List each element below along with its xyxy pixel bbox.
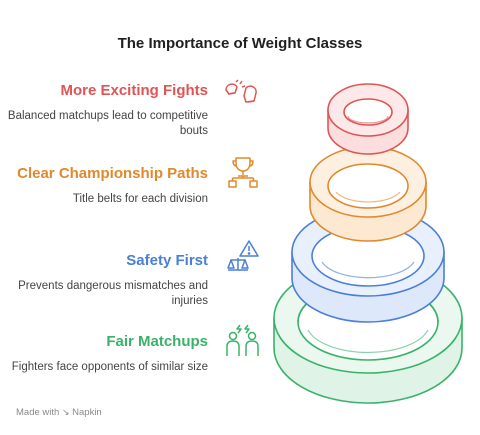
item-fair-matchups: Fair Matchups Fighters face opponents of… bbox=[0, 333, 208, 375]
item-description: Title belts for each division bbox=[72, 193, 208, 205]
item-exciting-fights: More Exciting Fights Balanced matchups l… bbox=[0, 82, 208, 139]
diagram-title: The Importance of Weight Classes bbox=[117, 35, 363, 52]
boxing-gloves-icon bbox=[225, 79, 257, 103]
trophy-hierarchy-icon bbox=[228, 157, 258, 188]
two-fighters-icon bbox=[226, 324, 259, 356]
napkin-logo-icon: ↘ bbox=[61, 407, 70, 417]
item-championship-paths: Clear Championship Paths Title belts for… bbox=[0, 165, 208, 207]
warning-scale-icon bbox=[227, 240, 259, 271]
item-description: Fighters face opponents of similar size bbox=[11, 361, 208, 373]
item-heading: Clear Championship Paths bbox=[17, 165, 208, 182]
ring-championship-paths bbox=[309, 146, 427, 242]
ring-exciting-fights bbox=[327, 83, 409, 155]
brand-label: Napkin bbox=[72, 407, 102, 418]
footer-attribution: Made with ↘ Napkin bbox=[16, 407, 102, 418]
made-with-label: Made with bbox=[16, 407, 60, 418]
item-heading: Safety First bbox=[126, 252, 208, 269]
item-heading: More Exciting Fights bbox=[60, 82, 208, 99]
item-description: Balanced matchups lead to competitive bo… bbox=[7, 110, 208, 137]
item-heading: Fair Matchups bbox=[106, 333, 208, 350]
item-safety-first: Safety First Prevents dangerous mismatch… bbox=[0, 252, 208, 309]
item-description: Prevents dangerous mismatches and injuri… bbox=[18, 280, 208, 307]
